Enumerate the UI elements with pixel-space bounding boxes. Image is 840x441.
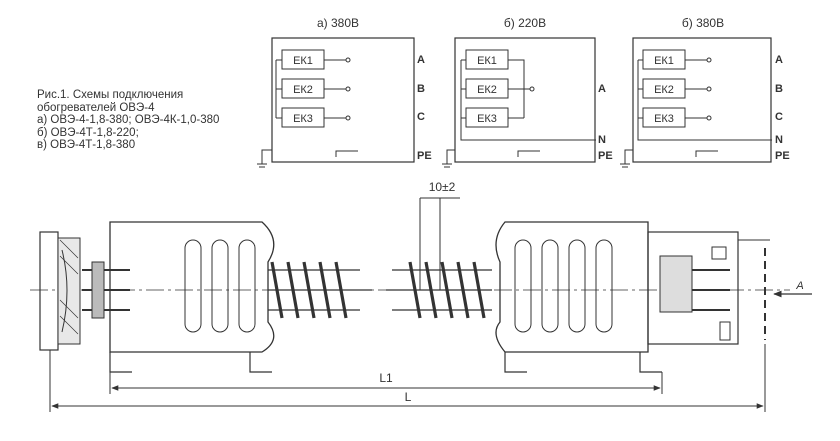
scheme-a-terminal-c: C — [417, 111, 425, 123]
svg-text:ЕК2: ЕК2 — [477, 84, 497, 96]
scheme-c-terminal-b: B — [775, 83, 783, 95]
gap-dimension-label: 10±2 — [429, 180, 456, 194]
scheme-b: б) 220В ЕК1 ЕК2 ЕК3 A N PE — [442, 16, 613, 168]
scheme-a: а) 380В ЕК1 ЕК2 ЕК3 A B C PE — [257, 16, 432, 168]
scheme-c-element-3: ЕК3 — [642, 107, 686, 128]
scheme-c-title: б) 380В — [682, 16, 724, 30]
svg-text:ЕК3: ЕК3 — [654, 113, 674, 125]
svg-text:ЕК1: ЕК1 — [293, 55, 313, 67]
scheme-c-element-1: ЕК1 — [642, 49, 686, 70]
caption-subtitle: обогревателей ОВЭ-4 — [37, 101, 155, 114]
svg-text:ЕК3: ЕК3 — [293, 113, 313, 125]
scheme-a-element-3: ЕК3 — [281, 107, 325, 128]
scheme-a-frame — [271, 37, 415, 163]
dimension-l1-label: L1 — [379, 371, 393, 385]
caption-line-a: а) ОВЭ-4-1,8-380; ОВЭ-4К-1,0-380 — [37, 114, 220, 126]
scheme-b-frame — [454, 37, 596, 163]
scheme-a-element-2: ЕК2 — [281, 78, 325, 99]
dimension-l-label: L — [405, 390, 412, 404]
right-heating-coil — [386, 261, 492, 319]
scheme-c-terminal-a: A — [775, 54, 783, 66]
right-terminal-box — [647, 231, 770, 345]
scheme-c-terminal-n: N — [775, 134, 783, 146]
caption-line-b: б) ОВЭ-4Т-1,8-220; — [37, 126, 139, 139]
caption-line-c: в) ОВЭ-4Т-1,8-380 — [37, 139, 136, 151]
caption-title: Рис.1. Схемы подключения — [37, 89, 184, 101]
scheme-c-element-2: ЕК2 — [642, 78, 686, 99]
scheme-c: б) 380В ЕК1 ЕК2 ЕК3 A B C N PE — [620, 16, 790, 168]
svg-text:ЕК1: ЕК1 — [477, 55, 497, 67]
scheme-a-terminal-pe: PE — [417, 150, 432, 162]
scheme-a-title: а) 380В — [317, 16, 359, 30]
scheme-b-element-3: ЕК3 — [465, 107, 509, 128]
scheme-b-terminal-pe: PE — [598, 150, 613, 162]
scheme-a-element-1: ЕК1 — [281, 49, 325, 70]
scheme-c-terminal-pe: PE — [775, 150, 790, 162]
view-marker-label: A — [795, 280, 803, 292]
dimension-l — [49, 344, 766, 412]
scheme-b-element-2: ЕК2 — [465, 78, 509, 99]
dimension-l1 — [109, 372, 663, 394]
gap-dimension — [419, 197, 460, 290]
scheme-b-title: б) 220В — [504, 16, 546, 30]
left-end-cap — [39, 231, 130, 351]
right-housing — [495, 221, 662, 373]
scheme-c-frame — [632, 37, 772, 163]
scheme-b-element-1: ЕК1 — [465, 49, 509, 70]
left-heating-coil — [268, 261, 372, 319]
scheme-a-terminal-b: B — [417, 83, 425, 95]
scheme-c-terminal-c: C — [775, 111, 783, 123]
scheme-b-terminal-n: N — [598, 134, 606, 146]
scheme-a-terminal-a: A — [417, 54, 425, 66]
figure-caption: Рис.1. Схемы подключения обогревателей О… — [37, 89, 219, 152]
svg-text:ЕК1: ЕК1 — [654, 55, 674, 67]
svg-text:ЕК2: ЕК2 — [654, 84, 674, 96]
scheme-b-terminal-a: A — [598, 83, 606, 95]
left-housing — [109, 221, 275, 373]
svg-text:ЕК2: ЕК2 — [293, 84, 313, 96]
svg-text:ЕК3: ЕК3 — [477, 113, 497, 125]
heater-body — [30, 197, 812, 412]
